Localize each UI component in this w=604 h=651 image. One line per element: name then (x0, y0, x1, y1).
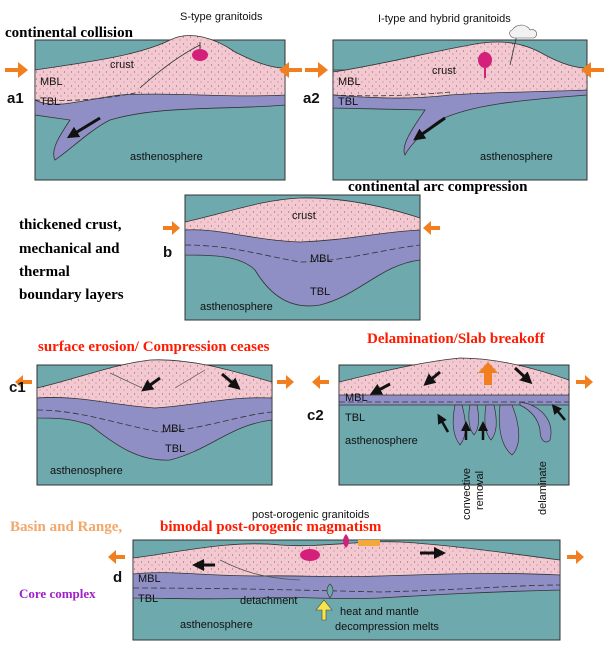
c2-right-arrow (576, 375, 593, 389)
panel-c1: MBL TBL asthenosphere c1 (9, 359, 294, 486)
b-tbl-label: TBL (310, 286, 330, 298)
annotation-core-complex: Core complex (19, 586, 96, 601)
c2-drip-4 (498, 404, 520, 456)
d-detachment-label: detachment (240, 595, 297, 607)
d-heat-arrow (315, 599, 333, 621)
a2-subduction-arrow (413, 116, 446, 141)
c2-delaminating-slab (519, 401, 552, 443)
d-heat-label-1: heat and mantle (340, 606, 419, 618)
c1-left-arrow (15, 375, 32, 389)
panel-a2: I-type and hybrid granitoids crust MBL T… (303, 13, 604, 181)
panel-d: post-orogenic granitoids MBL TBL detachm… (108, 509, 584, 641)
d-melt-drop (326, 583, 334, 599)
d-asthenosphere-label: asthenosphere (180, 619, 253, 631)
c1-right-arrow (277, 375, 294, 389)
c2-mbl-label: MBL (345, 392, 368, 404)
a1-panel-id: a1 (7, 90, 24, 107)
d-basin-fill (358, 540, 380, 546)
c2-convective-label-2: removal (474, 471, 486, 510)
b-panel-id: b (163, 244, 172, 261)
a2-volcano-plume-icon (509, 24, 537, 39)
panel-b: crust MBL TBL asthenosphere b (163, 194, 440, 321)
a1-mbl-label: MBL (40, 76, 63, 88)
d-mantle-lid (132, 569, 561, 600)
d-right-arrow (567, 550, 584, 564)
panel-c2: MBL TBL asthenosphere convective removal… (307, 357, 593, 520)
c1-asthenosphere-label: asthenosphere (50, 465, 123, 477)
a1-granite-blob (192, 49, 208, 61)
a1-right-push-arrow (279, 62, 302, 78)
c2-drip-3 (484, 404, 497, 441)
d-panel-id: d (113, 569, 122, 586)
b-crust-layer (184, 197, 421, 243)
a2-tbl-label: TBL (338, 96, 358, 108)
panel-a1: S-type granitoids crust MBL TBL asthenos… (5, 11, 302, 181)
a1-tbl-label: TBL (40, 96, 60, 108)
b-left-push-arrow (163, 221, 180, 235)
d-granite-blob-1 (300, 549, 320, 561)
a1-subduction-arrow (66, 116, 101, 139)
d-mbl-label: MBL (138, 573, 161, 585)
c2-crust-layer (338, 357, 570, 396)
d-granite-label: post-orogenic granitoids (252, 509, 370, 521)
a2-crust-layer (332, 41, 588, 99)
c2-uplift-arrow (478, 362, 498, 385)
annotation-basin-range: Basin and Range, (10, 519, 123, 535)
a2-crust-label: crust (432, 65, 456, 77)
c2-drip-1 (452, 404, 466, 446)
a2-right-push-arrow (581, 62, 604, 78)
d-granite-blob-2 (343, 534, 349, 548)
a2-left-push-arrow (305, 62, 328, 78)
c2-tbl-label: TBL (345, 412, 365, 424)
a1-crust-label: crust (110, 59, 134, 71)
b-right-push-arrow (423, 221, 440, 235)
c2-delaminate-label: delaminate (537, 461, 549, 515)
a1-crust-layer (34, 35, 286, 105)
c1-mbl-label: MBL (162, 423, 185, 435)
annotation-thickened-4: boundary layers (19, 287, 124, 303)
d-crust-layer (132, 541, 561, 578)
c2-convective-label-1: convective (461, 468, 473, 520)
a1-granite-label: S-type granitoids (180, 11, 263, 23)
c1-crust-layer (36, 359, 273, 409)
c2-drip-2 (468, 404, 479, 436)
a2-panel-id: a2 (303, 90, 320, 107)
b-asthenosphere-label: asthenosphere (200, 301, 273, 313)
c2-left-arrow (312, 375, 329, 389)
annotation-surface-erosion: surface erosion/ Compression ceases (38, 339, 270, 355)
a2-mbl-label: MBL (338, 76, 361, 88)
a2-granite-label: I-type and hybrid granitoids (378, 13, 511, 25)
annotation-delamination: Delamination/Slab breakoff (367, 331, 545, 347)
a2-granite-blob (478, 52, 492, 68)
b-mantle-lid (184, 224, 421, 307)
annotation-thickened-1: thickened crust, (19, 217, 122, 233)
annotation-bimodal: bimodal post-orogenic magmatism (160, 519, 382, 535)
annotation-continental-arc: continental arc compression (348, 179, 528, 195)
d-left-arrow (108, 550, 125, 564)
c1-mantle-lid (36, 389, 273, 461)
b-mbl-label: MBL (310, 253, 333, 265)
a1-asthenosphere-label: asthenosphere (130, 151, 203, 163)
d-heat-label-2: decompression melts (335, 621, 439, 633)
a1-left-push-arrow (5, 62, 28, 78)
annotation-continental-collision: continental collision (5, 25, 133, 41)
a2-asthenosphere-label: asthenosphere (480, 151, 553, 163)
d-tbl-label: TBL (138, 593, 158, 605)
c2-asthenosphere-label: asthenosphere (345, 435, 418, 447)
annotation-thickened-3: thermal (19, 264, 70, 280)
b-crust-label: crust (292, 210, 316, 222)
annotation-thickened-2: mechanical and (19, 241, 120, 257)
c1-tbl-label: TBL (165, 443, 185, 455)
c1-panel-id: c1 (9, 379, 26, 396)
c2-panel-id: c2 (307, 407, 324, 424)
